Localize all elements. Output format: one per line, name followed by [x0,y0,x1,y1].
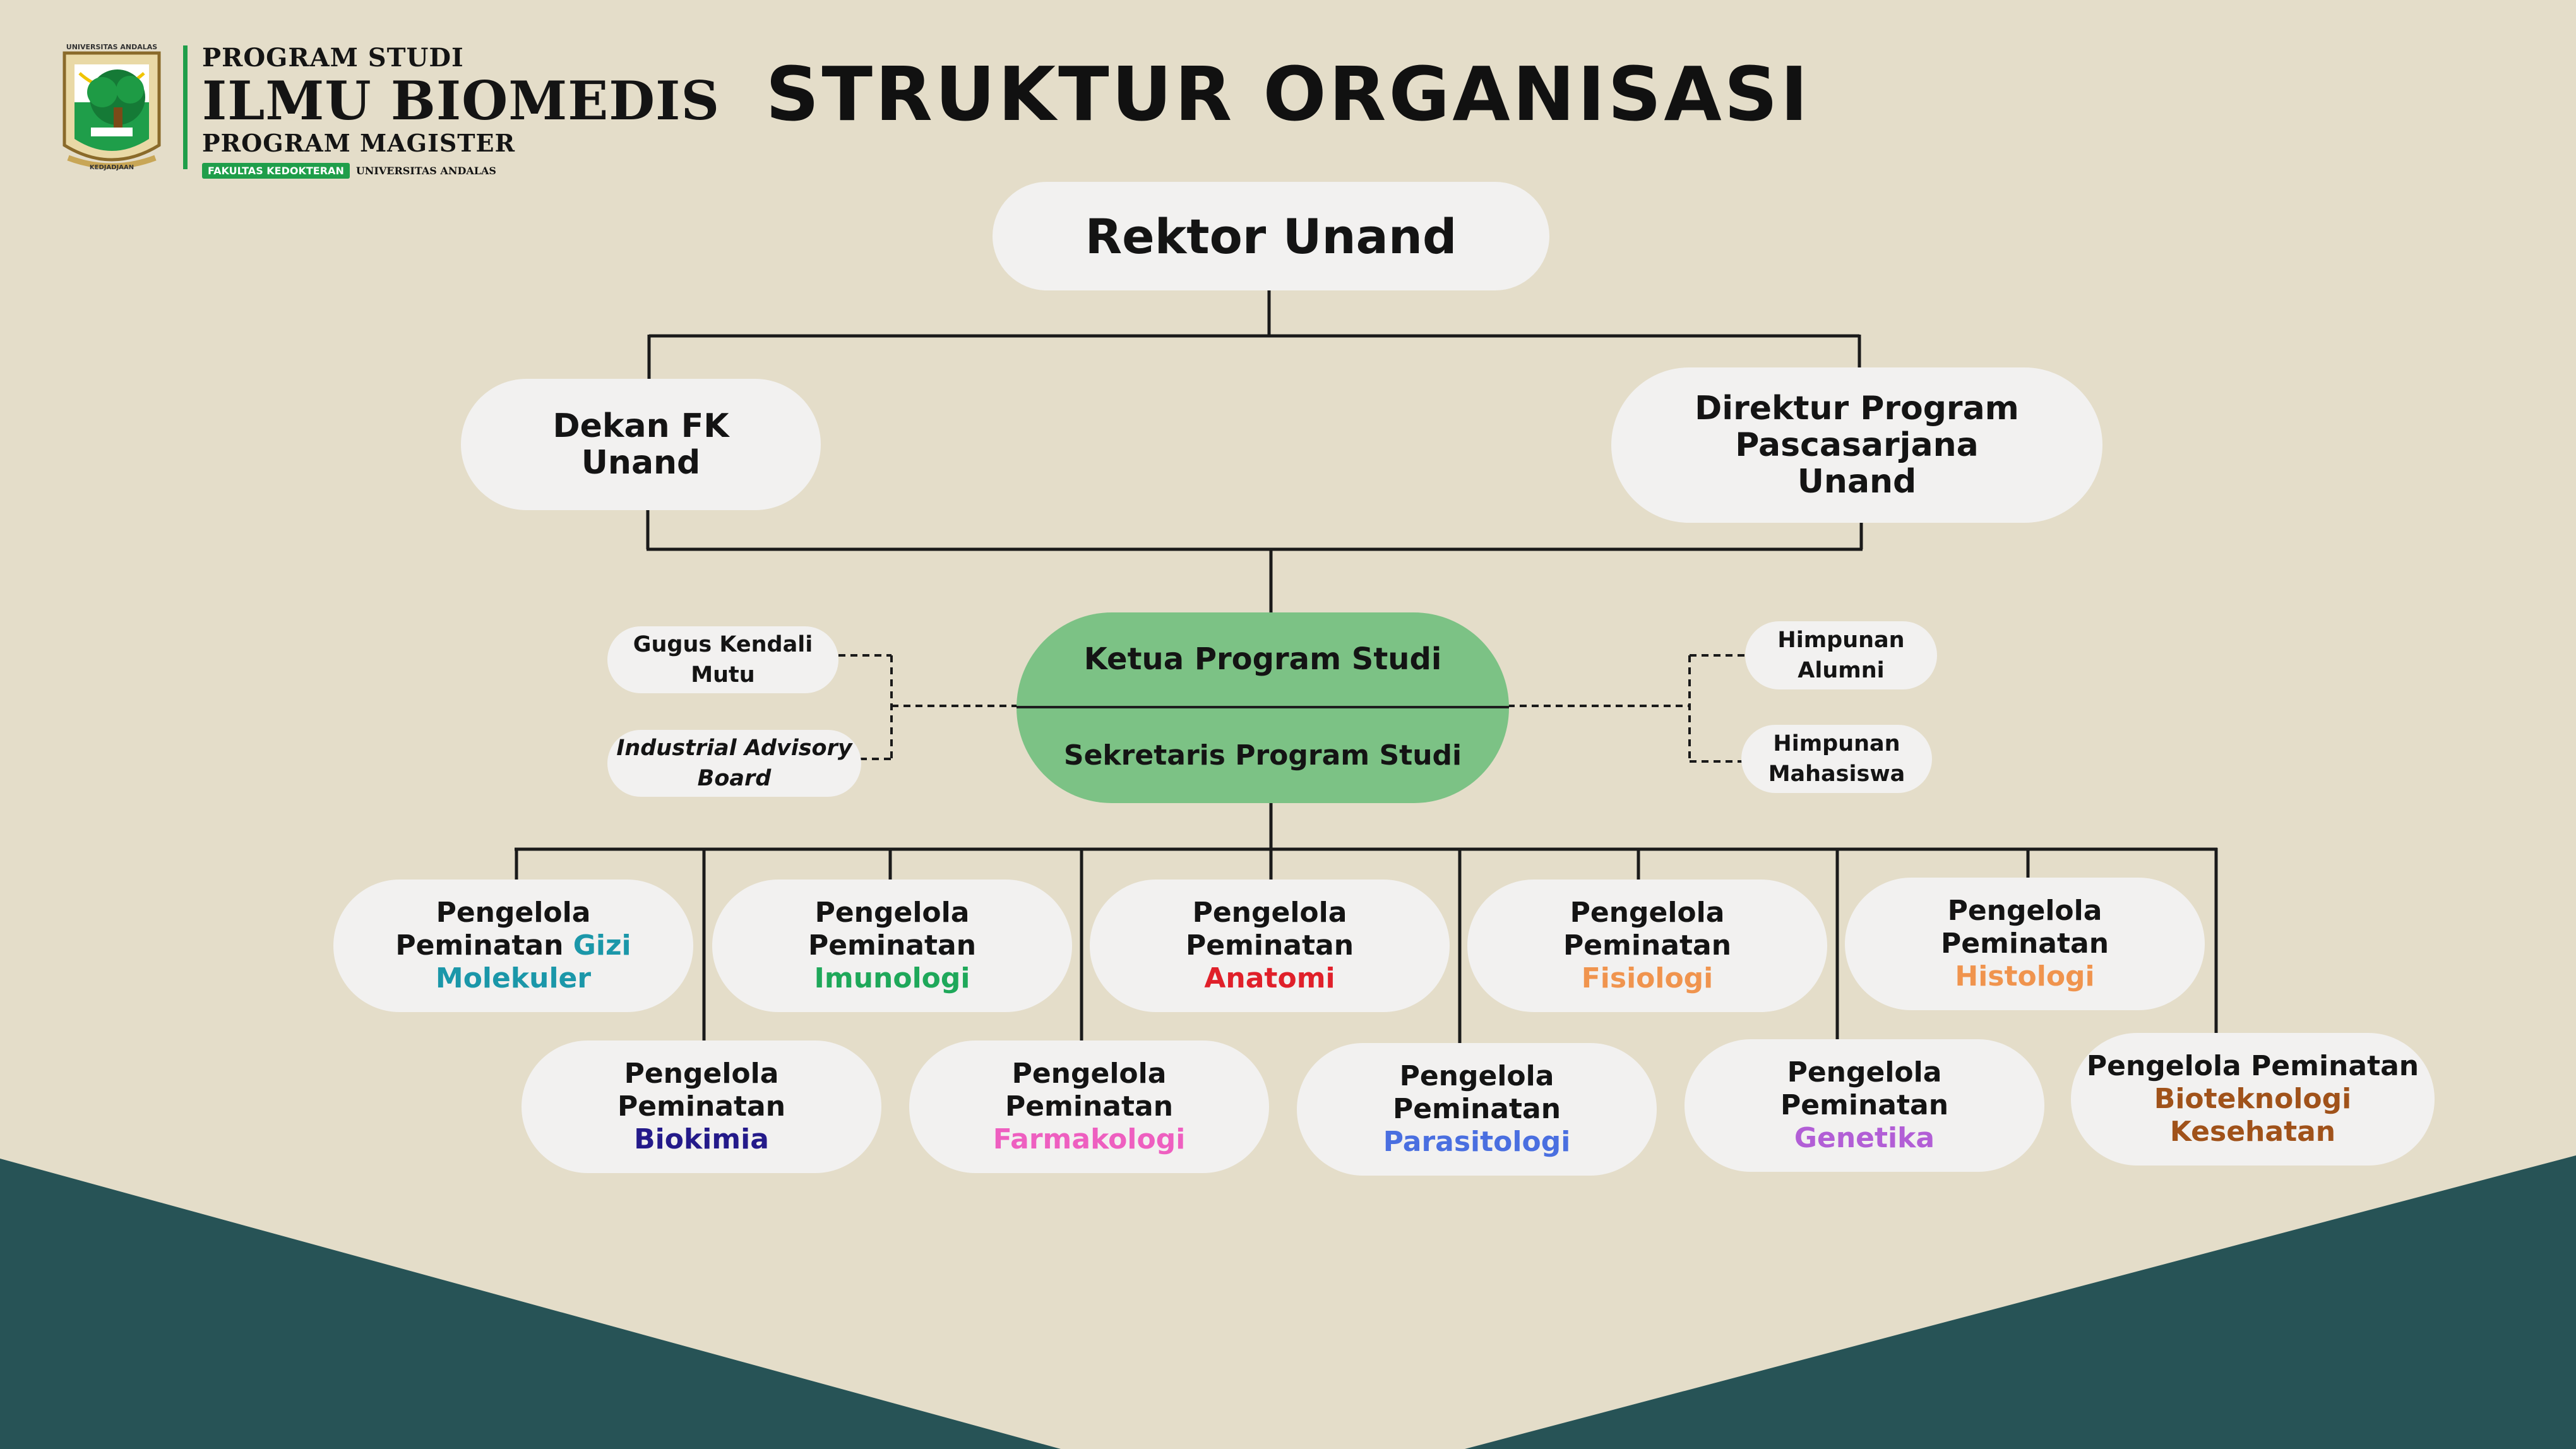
node-himpunan-alumni: Himpunan Alumni [1745,621,1937,689]
peminatan-line1: Pengelola [1947,895,2102,927]
node-dekan: Dekan FK Unand [461,379,821,510]
peminatan-line2-prefix: Peminatan [1940,927,2109,960]
node-iab-line1: Industrial Advisory [616,736,852,761]
node-direktur-line1: Direktur Program [1695,390,2019,427]
peminatan-specialty: Biokimia [634,1123,769,1155]
seal-text-bottom: KEDJADJAAN [90,164,134,171]
ketua-divider [1017,706,1509,708]
peminatan-line2: Peminatan [1393,1093,1561,1126]
node-rektor-label: Rektor Unand [1085,208,1457,265]
node-direktur-line3: Unand [1797,463,1917,501]
node-mahasiswa-line2: Mahasiswa [1768,761,1905,787]
peminatan-line2-prefix: Peminatan [1392,1093,1561,1125]
peminatan-line2-prefix: Peminatan [808,929,977,962]
peminatan-line2-prefix: Peminatan [1780,1089,1949,1121]
peminatan-line2-prefix: Peminatan [395,929,573,962]
node-mahasiswa-line1: Himpunan [1773,731,1900,756]
peminatan-line2: Peminatan [1186,929,1354,962]
node-alumni-line1: Himpunan [1777,628,1905,653]
peminatan-line2-prefix: Peminatan [1005,1090,1174,1123]
peminatan-line1: Pengelola [1399,1060,1554,1092]
node-ketua-label: Ketua Program Studi [1083,641,1442,677]
peminatan-line1: Pengelola [1787,1056,1942,1088]
node-gugus-line2: Mutu [691,662,755,688]
peminatan-line2-specialty: Bioteknologi [2154,1083,2352,1115]
peminatan-line2: Bioteknologi [2154,1083,2351,1116]
logo-program-studi: PROGRAM STUDI [202,43,464,73]
peminatan-line1: Pengelola [1570,897,1725,929]
program-logo: PROGRAM STUDI ILMU BIOMEDIS PROGRAM MAGI… [202,43,720,179]
university-name: UNIVERSITAS ANDALAS [355,165,496,177]
peminatan-line2-prefix: Peminatan [1563,929,1732,962]
peminatan-specialty: Genetika [1794,1122,1935,1154]
node-himpunan-mahasiswa: Himpunan Mahasiswa [1741,725,1932,793]
peminatan-specialty: Fisiologi [1581,962,1714,994]
peminatan-specialty: Parasitologi [1383,1126,1571,1158]
logo-program-level: PROGRAM MAGISTER [202,129,516,157]
peminatan-line2: Peminatan Gizi [395,929,631,962]
node-rektor: Rektor Unand [993,182,1549,290]
peminatan-specialty: Molekuler [435,962,592,994]
peminatan-specialty: Histologi [1955,960,2095,993]
peminatan-line2-prefix: Peminatan [617,1090,786,1123]
peminatan-specialty: Kesehatan [2169,1116,2336,1148]
node-dekan-line1: Dekan FK [552,407,729,445]
peminatan-line2: Peminatan [1780,1089,1948,1122]
node-gugus-kendali-mutu: Gugus Kendali Mutu [607,626,838,693]
node-industrial-advisory-board: Industrial Advisory Board [607,730,861,797]
node-gugus-line1: Gugus Kendali [633,632,813,657]
peminatan-line2: Peminatan [808,929,976,962]
peminatan-line2: Peminatan [1563,929,1731,962]
faculty-badge: FAKULTAS KEDOKTERAN [202,163,350,179]
node-iab-line2: Board [697,766,772,791]
peminatan-line1: Pengelola [1192,897,1347,929]
peminatan-line2: Peminatan [1005,1090,1173,1123]
peminatan-line1: Pengelola [624,1058,779,1090]
node-direktur-line2: Pascasarjana [1735,426,1979,464]
node-ketua-sekretaris: Ketua Program Studi Sekretaris Program S… [1017,612,1509,803]
peminatan-specialty: Imunologi [814,962,970,994]
logo-divider [183,45,188,169]
peminatan-line1: Pengelola [436,897,591,929]
node-direktur: Direktur Program Pascasarjana Unand [1611,367,2102,523]
logo-program-name: ILMU BIOMEDIS [202,69,720,132]
peminatan-line1: Pengelola Peminatan [2086,1050,2419,1082]
peminatan-line2: Peminatan [617,1090,785,1123]
peminatan-line1: Pengelola [814,897,970,929]
peminatan-line2-specialty: Gizi [573,929,631,962]
peminatan-specialty: Anatomi [1204,962,1335,994]
node-alumni-line2: Alumni [1798,658,1885,683]
peminatan-line2: Peminatan [1941,927,2109,960]
page-title: STRUKTUR ORGANISASI [765,51,1811,138]
peminatan-specialty: Farmakologi [993,1123,1186,1155]
node-dekan-line2: Unand [581,444,701,482]
seal-text-top: UNIVERSITAS ANDALAS [66,43,158,51]
university-seal-icon: UNIVERSITAS ANDALAS KEDJADJAAN [56,39,168,177]
peminatan-line2-prefix: Peminatan [1185,929,1354,962]
node-sekretaris-label: Sekretaris Program Studi [1063,739,1462,772]
peminatan-line1: Pengelola [1011,1058,1167,1090]
